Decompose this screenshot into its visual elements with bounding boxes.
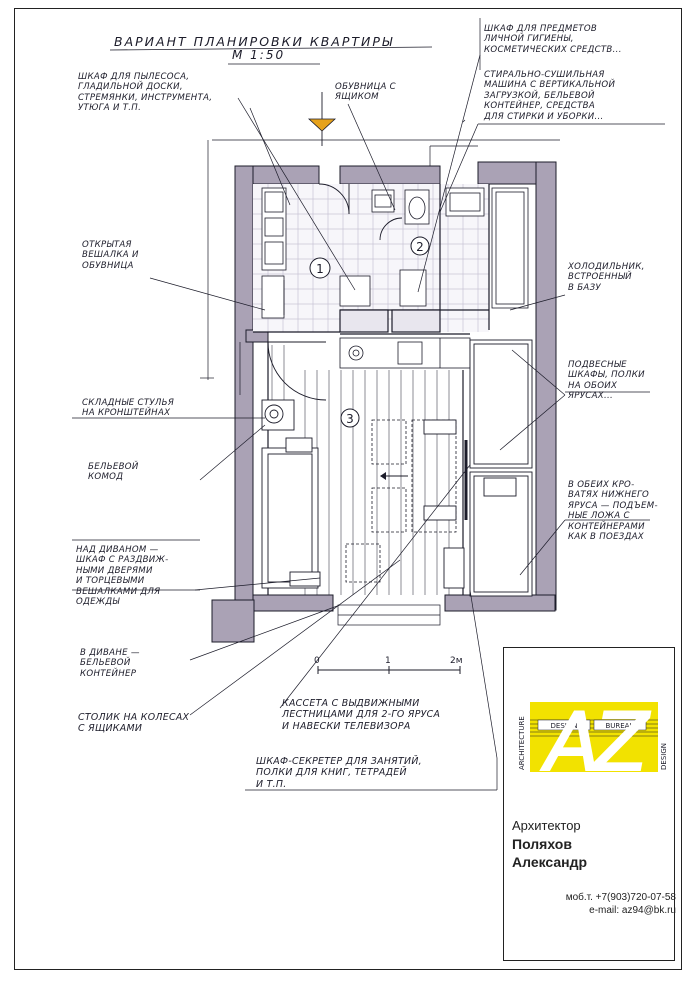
annotation-hanging-shelves: подвесные шкафы, полки на обоих ярусах..… (568, 360, 645, 402)
architect-stamp (503, 647, 675, 961)
annotation-cassette: кассета с выдвижными лестницами для 2-го… (282, 698, 441, 732)
annotation-sofa-container: в диване — бельевой контейнер (80, 648, 140, 679)
logo-band-left: DESIGN (551, 722, 578, 730)
entrance-marker-icon (307, 92, 337, 146)
drawing-title: Вариант планировки квартиры (114, 34, 395, 49)
logo-letters: AZ (540, 696, 651, 780)
room-number-1: 1 (316, 262, 324, 276)
annotation-secretary: шкаф-секретер для занятий, полки для кни… (256, 756, 422, 790)
annotation-open-hanger: открытая вешалка и обувница (82, 240, 139, 271)
logo-side-left: ARCHITECTURE (518, 716, 526, 770)
bureau-logo: DESIGN BUREAU AZ ARCHITECTURE DESIGN (518, 695, 668, 780)
bunk-beds (464, 339, 533, 597)
annotation-washer: Стирально-сушильная машина с вертикально… (484, 70, 616, 122)
annotation-folding-chairs: складные стулья на кронштейнах (82, 398, 175, 419)
sheet-border (14, 8, 682, 970)
architect-name: Поляхов Александр (512, 836, 588, 870)
room-number-3: 3 (346, 412, 354, 426)
annotation-table: столик на колесах с ящиками (78, 712, 190, 735)
sofa (261, 437, 321, 589)
leader-lines (72, 18, 665, 791)
logo-side-right: DESIGN (660, 743, 668, 770)
annotation-fridge: холодильник, встроенный в базу (568, 262, 645, 293)
logo-band-right: BUREAU (605, 722, 634, 730)
annotation-shoe-rack: обувница с ящиком (335, 82, 396, 103)
architect-contact: моб.т. +7(903)720-07-58 e-mail: az94@bk.… (566, 891, 676, 917)
annotation-vacuum-cabinet: Шкаф для пылесоса, гладильной доски, стр… (78, 72, 213, 114)
architect-phone: моб.т. +7(903)720-07-58 (565, 892, 676, 903)
architect-role: Архитектор (512, 818, 581, 833)
room-number-2: 2 (416, 240, 424, 254)
annotation-hygiene-cabinet: Шкаф для предметов личной гигиены, косме… (484, 24, 622, 55)
scale-tick-1: 1 (385, 656, 391, 666)
scale-bar: 0 1 2м (314, 656, 463, 674)
annotation-bunk-beds: В обеих кро- ватях нижнего яруса — подъе… (568, 480, 658, 543)
drawing-scale: М 1:50 (232, 48, 286, 62)
annotation-linen-chest: бельевой комод (88, 462, 139, 483)
kitchen-unit (339, 337, 471, 369)
scale-tick-2: 2м (450, 656, 463, 666)
linen-chest (261, 399, 295, 431)
annotation-sofa-cabinet: над диваном — шкаф с раздвиж- ными дверя… (76, 545, 169, 608)
door-swing (267, 183, 403, 401)
architect-email[interactable]: e-mail: az94@bk.ru (589, 905, 676, 916)
bathroom-fixtures (339, 187, 529, 309)
